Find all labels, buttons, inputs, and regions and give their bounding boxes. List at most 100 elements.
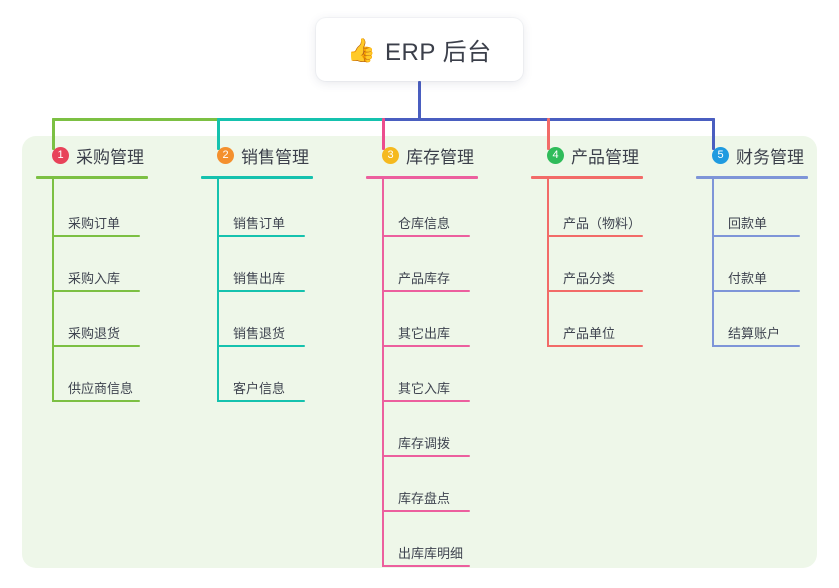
diagram-panel (22, 136, 817, 568)
branch-item[interactable]: 产品单位 (547, 292, 647, 347)
branch-item[interactable]: 采购退货 (52, 292, 144, 347)
branch-item[interactable]: 仓库信息 (382, 182, 474, 237)
branch-header-rule (366, 176, 478, 179)
branch-column-5: 5 财务管理回款单付款单结算账户 (696, 142, 839, 347)
branch-item-label: 采购订单 (68, 216, 121, 231)
branch-item-label: 回款单 (728, 216, 768, 231)
branch-header-rule (531, 176, 643, 179)
branch-item-label: 库存盘点 (398, 491, 451, 506)
branch-item-rule (712, 290, 800, 292)
branch-item[interactable]: 销售出库 (217, 237, 309, 292)
thumbs-up-icon: 👍 (347, 37, 377, 63)
branch-column-4: 4 产品管理产品（物料） 产品分类产品单位 (531, 142, 681, 347)
branch-item-rule (547, 235, 643, 237)
branch-item-rule (52, 235, 140, 237)
branch-item[interactable]: 库存调拨 (382, 402, 474, 457)
branch-item-rule (52, 345, 140, 347)
branch-drop-connector-5 (712, 118, 715, 150)
branch-item-label: 仓库信息 (398, 216, 451, 231)
branch-index-badge: 5 (712, 146, 729, 164)
branch-item-rule (547, 290, 643, 292)
branch-column-1: 1 采购管理采购订单采购入库采购退货供应商信息 (36, 142, 186, 402)
branch-item[interactable]: 结算账户 (712, 292, 804, 347)
branch-item-rule (382, 345, 470, 347)
branch-item-rule (217, 235, 305, 237)
branch-index-badge: 3 (382, 146, 399, 164)
branch-bar-green (52, 118, 219, 121)
branch-item-rule (712, 235, 800, 237)
branch-drop-connector-3 (382, 118, 385, 150)
branch-item-label: 出库库明细 (398, 546, 464, 561)
branch-drop-connector-1 (52, 118, 55, 150)
branch-trunk (712, 178, 714, 347)
branch-item-rule (382, 400, 470, 402)
branch-item-label: 结算账户 (728, 326, 781, 341)
branch-title: 采购管理 (76, 147, 144, 167)
branch-item-label: 销售出库 (233, 271, 286, 286)
root-node-title: ERP 后台 (385, 39, 492, 66)
branch-column-2: 2 销售管理销售订单销售出库销售退货客户信息 (201, 142, 351, 402)
branch-drop-connector-4 (547, 118, 550, 150)
branch-item-label: 销售订单 (233, 216, 286, 231)
branch-item[interactable]: 销售订单 (217, 182, 309, 237)
branch-item[interactable]: 出库库明细 (382, 512, 474, 567)
branch-item-label: 供应商信息 (68, 381, 134, 396)
branch-item-label: 付款单 (728, 271, 768, 286)
branch-item-label: 产品库存 (398, 271, 451, 286)
branch-item-rule (382, 235, 470, 237)
branch-header-4[interactable]: 4 产品管理 (531, 142, 681, 168)
branch-item-rule (217, 400, 305, 402)
branch-item[interactable]: 采购入库 (52, 237, 144, 292)
branch-item-rule (382, 510, 470, 512)
branch-item[interactable]: 库存盘点 (382, 457, 474, 512)
branch-item-label: 产品分类 (563, 271, 616, 286)
branch-item-label: 采购退货 (68, 326, 121, 341)
branch-item-rule (217, 345, 305, 347)
branch-item[interactable]: 其它出库 (382, 292, 474, 347)
branch-header-5[interactable]: 5 财务管理 (696, 142, 839, 168)
branch-item[interactable]: 客户信息 (217, 347, 309, 402)
branch-header-2[interactable]: 2 销售管理 (201, 142, 351, 168)
branch-item[interactable]: 采购订单 (52, 182, 144, 237)
branch-item-label: 库存调拨 (398, 436, 451, 451)
branch-item-label: 其它出库 (398, 326, 451, 341)
branch-item-rule (382, 290, 470, 292)
branch-item-label: 其它入库 (398, 381, 451, 396)
root-node-card[interactable]: 👍 ERP 后台 (316, 18, 523, 81)
branch-item[interactable]: 产品库存 (382, 237, 474, 292)
branch-item-label: 客户信息 (233, 381, 286, 396)
branch-item[interactable]: 产品（物料） (547, 182, 647, 237)
branch-title: 产品管理 (571, 147, 639, 167)
branch-item-rule (52, 290, 140, 292)
branch-header-1[interactable]: 1 采购管理 (36, 142, 186, 168)
branch-item[interactable]: 销售退货 (217, 292, 309, 347)
branch-index-badge: 2 (217, 146, 234, 164)
branch-header-rule (696, 176, 808, 179)
branch-trunk (382, 178, 384, 567)
branch-item-rule (382, 565, 470, 567)
branch-drop-connector-2 (217, 118, 220, 150)
branch-item[interactable]: 产品分类 (547, 237, 647, 292)
branch-item-label: 产品单位 (563, 326, 616, 341)
branch-title: 销售管理 (241, 147, 309, 167)
branch-title: 财务管理 (736, 147, 804, 167)
branch-item-label: 采购入库 (68, 271, 121, 286)
branch-title: 库存管理 (406, 147, 474, 167)
branch-item[interactable]: 付款单 (712, 237, 804, 292)
branch-item-rule (52, 400, 140, 402)
branch-item-rule (712, 345, 800, 347)
branch-item[interactable]: 回款单 (712, 182, 804, 237)
branch-index-badge: 1 (52, 146, 69, 164)
branch-trunk (547, 178, 549, 347)
branch-column-3: 3 库存管理仓库信息产品库存其它出库其它入库库存调拨库存盘点出库库明细 (366, 142, 516, 567)
root-stem-connector (418, 81, 421, 121)
branch-item-rule (217, 290, 305, 292)
branch-item[interactable]: 其它入库 (382, 347, 474, 402)
branch-header-3[interactable]: 3 库存管理 (366, 142, 516, 168)
branch-item-rule (382, 455, 470, 457)
branch-header-rule (201, 176, 313, 179)
branch-header-rule (36, 176, 148, 179)
branch-item-label: 销售退货 (233, 326, 286, 341)
branch-item[interactable]: 供应商信息 (52, 347, 144, 402)
branch-index-badge: 4 (547, 146, 564, 164)
